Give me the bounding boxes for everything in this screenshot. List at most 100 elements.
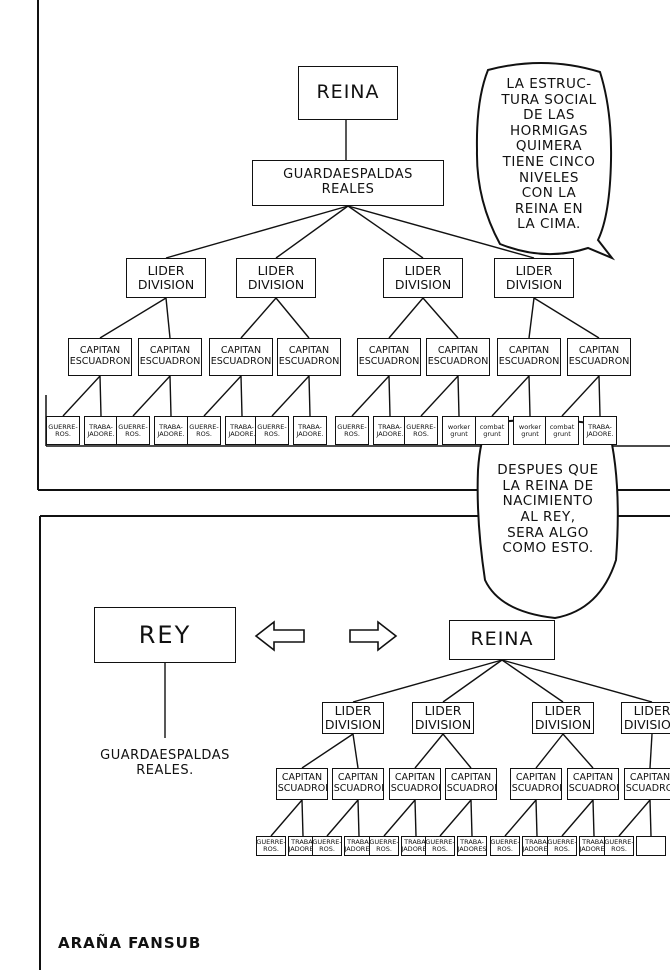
connector-captain-unit (99, 375, 102, 417)
node-unit: TRABA- JADORE. (84, 416, 118, 445)
connector-captain-unit (598, 375, 601, 417)
bubble-shape-upper (475, 61, 616, 261)
node-lider-division: LIDER DIVISION (532, 702, 594, 734)
connector-captain-unit (592, 799, 595, 837)
node-capitan-escuadron: CAPITAN ESCUADRON (357, 338, 421, 376)
node-capitan-escuadron: CAPITAN ESCUADRON (68, 338, 132, 376)
node-unit: TRABA- JADORE. (293, 416, 327, 445)
node-unit: GUERRE- ROS. (490, 836, 520, 856)
connector-leader-captain (442, 733, 472, 769)
node-capitan-escuadron: CAPITAN ESCUADRON (209, 338, 273, 376)
connector-captain-unit (270, 799, 303, 837)
node-unit: GUERRE- ROS. (369, 836, 399, 856)
node-capitan-escuadron: CAPITAN ESCUADRON (276, 768, 328, 800)
connector-leader-captain (528, 297, 535, 339)
node-lider-division: LIDER DIVISION (621, 702, 670, 734)
connector-leader-captain (562, 733, 594, 769)
connector-root-leader (165, 205, 349, 259)
node-unit: GUERRE- ROS. (116, 416, 150, 445)
node-unit: TRABA- JADORES (522, 836, 552, 856)
node-capitan-escuadron: CAPITAN ESCUADRON (567, 338, 631, 376)
node-unit (636, 836, 666, 856)
connector-leader-captain (533, 297, 600, 339)
node-unit: TRABA- JADORE. (154, 416, 188, 445)
connector-leader-captain (352, 733, 359, 769)
node-royal-guards: GUARDAESPALDAS REALES (252, 160, 444, 206)
connector-leader-captain (414, 733, 444, 769)
connector-leader-captain (422, 297, 459, 339)
node-lider-division: LIDER DIVISION (412, 702, 474, 734)
node-unit: GUERRE- ROS. (312, 836, 342, 856)
node-unit: GUERRE- ROS. (604, 836, 634, 856)
node-unit: GUERRE- ROS. (425, 836, 455, 856)
node-unit: GUERRE- ROS. (335, 416, 369, 445)
arrow-left-icon (254, 620, 305, 652)
node-unit: GUERRE- ROS. (187, 416, 221, 445)
node-unit: worker grunt (442, 416, 476, 445)
node-unit: combat grunt (545, 416, 579, 445)
connector-captain-unit (240, 375, 243, 417)
node-unit: GUERRE- ROS. (256, 836, 286, 856)
connector-captain-unit (457, 375, 460, 417)
node-lider-division: LIDER DIVISION (494, 258, 574, 298)
connector-captain-unit (528, 375, 531, 417)
connector-captain-unit (491, 375, 530, 417)
node-capitan-escuadron: CAPITAN ESCUADRON (624, 768, 670, 800)
node-unit: GUERRE- ROS. (404, 416, 438, 445)
connector-captain-unit (132, 375, 171, 417)
connector-captain-unit (470, 799, 473, 837)
node-lider-division: LIDER DIVISION (126, 258, 206, 298)
node-unit: TRABA- JADORES (288, 836, 318, 856)
speech-bubble-upper: LA ESTRUC- TURA SOCIAL DE LAS HORMIGAS Q… (501, 76, 597, 233)
node-unit: worker grunt (513, 416, 547, 445)
node-capitan-escuadron: CAPITAN ESCUADRON (138, 338, 202, 376)
connector-captain-unit (535, 799, 538, 837)
node-unit: TRABA- JADORES (344, 836, 374, 856)
connector-leader-captain (240, 297, 277, 339)
node-queen-lower: REINA (449, 620, 555, 660)
connector-captain-unit (414, 799, 417, 837)
node-unit: TRABA- JADORE. (225, 416, 259, 445)
node-lider-division: LIDER DIVISION (322, 702, 384, 734)
connector-root-leader (501, 659, 653, 703)
connector-captain-unit (357, 799, 360, 837)
connector-captain-unit (618, 799, 651, 837)
connector-root-leader (275, 205, 349, 259)
connector-captain-unit (561, 375, 600, 417)
node-unit: TRABA- JADORES (401, 836, 431, 856)
connector-captain-unit (169, 375, 172, 417)
connector-captain-unit (271, 375, 310, 417)
node-unit: TRABA- JADORES (457, 836, 487, 856)
connector-root-leader (352, 659, 503, 703)
connector-captain-unit (301, 799, 304, 837)
node-capitan-escuadron: CAPITAN ESCUADRON (277, 338, 341, 376)
connector-captain-unit (388, 375, 391, 417)
connector-captain-unit (308, 375, 311, 417)
node-queen: REINA (298, 66, 398, 120)
node-unit: GUERRE- ROS. (255, 416, 289, 445)
connector-leader-captain (165, 297, 171, 339)
node-unit: GUERRE- ROS. (547, 836, 577, 856)
connector-leader-captain (301, 733, 354, 769)
node-unit: GUERRE- ROS. (46, 416, 80, 445)
connector-root-leader (347, 205, 424, 259)
node-unit: TRABA- JADORE. (373, 416, 407, 445)
node-capitan-escuadron: CAPITAN ESCUADRON (332, 768, 384, 800)
node-capitan-escuadron: CAPITAN ESCUADRON (426, 338, 490, 376)
connector-captain-unit (351, 375, 390, 417)
connector-leader-captain (649, 733, 653, 769)
connector-leader-captain (388, 297, 424, 339)
node-capitan-escuadron: CAPITAN ESCUADRON (567, 768, 619, 800)
connector-captain-unit (561, 799, 594, 837)
connector-leader-captain (275, 297, 310, 339)
connector-captain-unit (383, 799, 416, 837)
speech-bubble-lower: DESPUES QUE LA REINA DE NACIMIENTO AL RE… (497, 462, 599, 557)
node-capitan-escuadron: CAPITAN ESCUADRON (389, 768, 441, 800)
node-king: REY (94, 607, 236, 663)
connector-captain-unit (649, 799, 652, 837)
node-capitan-escuadron: CAPITAN ESCUADRON (497, 338, 561, 376)
node-king-guards: GUARDAESPALDAS REALES. (78, 738, 252, 790)
connector-root-leader (442, 659, 503, 703)
